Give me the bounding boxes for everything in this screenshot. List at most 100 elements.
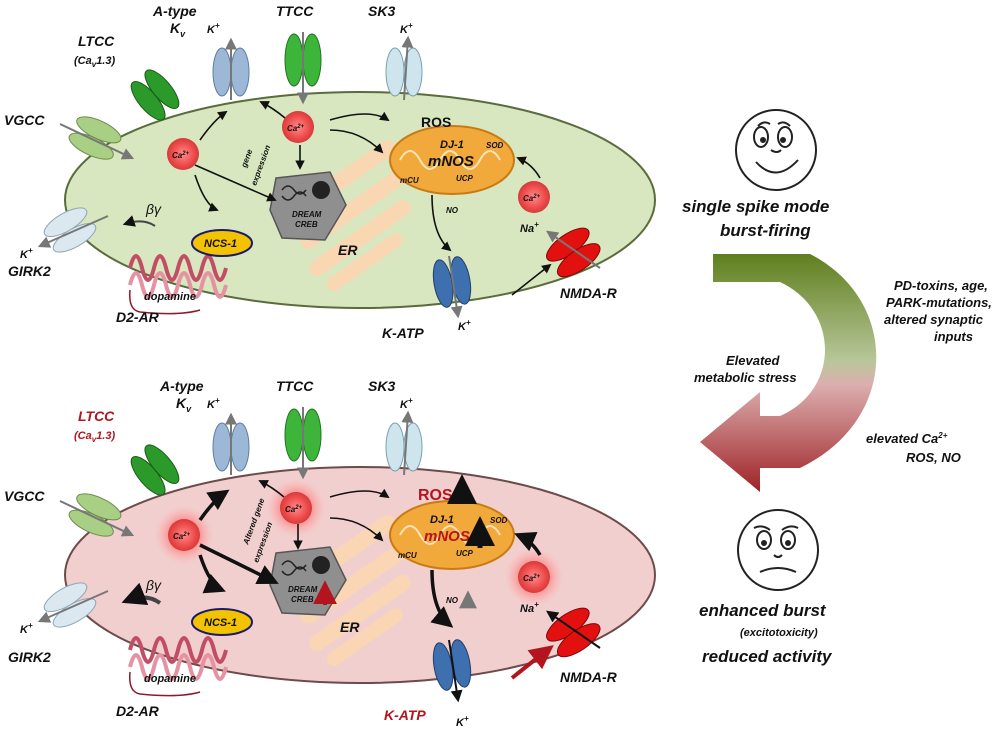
girk2-label: GIRK2 — [8, 263, 51, 279]
svg-text:inputs: inputs — [934, 329, 973, 344]
svg-text:Ca2+: Ca2+ — [285, 505, 303, 514]
single-spike-label: single spike mode — [682, 197, 829, 216]
girk2-channel — [43, 582, 97, 628]
svg-text:SOD: SOD — [490, 516, 508, 525]
sad-face-icon — [737, 509, 819, 591]
dj1-label: DJ-1 — [440, 139, 464, 151]
svg-text:Kv: Kv — [170, 20, 186, 39]
elevated-stress-label: Elevated — [726, 353, 781, 368]
elevated-ca-label: elevated Ca2+ — [866, 431, 948, 446]
kv-channel — [212, 37, 250, 100]
ros-no-label: ROS, NO — [906, 450, 961, 465]
svg-text:K+: K+ — [20, 621, 33, 636]
svg-text:DJ-1: DJ-1 — [430, 514, 454, 526]
ca-ion-right: Ca2+ — [504, 547, 564, 607]
svg-text:CREB: CREB — [291, 595, 314, 604]
ltcc-label: LTCC — [78, 33, 115, 49]
d2ar-receptor — [128, 636, 228, 681]
katp-label: K-ATP — [384, 707, 426, 723]
svg-text:(Cav1.3): (Cav1.3) — [74, 430, 115, 444]
katp-channel — [432, 256, 472, 308]
svg-text:D2-AR: D2-AR — [116, 703, 160, 719]
na-label: Na+ — [520, 220, 539, 235]
ca-ion-left: Ca2+ — [167, 138, 199, 170]
katp-channel — [432, 639, 472, 691]
side-panel: single spike mode burst-firing PD-toxins… — [682, 109, 992, 666]
ca-ion-center: Ca2+ — [282, 111, 314, 143]
ca-ion-right: Ca2+ — [518, 181, 550, 213]
svg-text:Ca2+: Ca2+ — [287, 124, 305, 133]
svg-text:GIRK2: GIRK2 — [8, 649, 51, 665]
mitochondrion — [389, 125, 515, 195]
panel-normal: ER DREAM CREB gene expression DJ-1 mNOS … — [4, 3, 656, 341]
svg-text:dopamine: dopamine — [144, 673, 196, 685]
ucp-label: UCP — [456, 174, 474, 183]
excitotoxicity-label: (excitotoxicity) — [740, 627, 818, 639]
mnos-label: mNOS — [424, 528, 470, 545]
svg-text:K+: K+ — [458, 318, 471, 333]
dream-label: DREAM — [292, 210, 322, 219]
vgcc-channel — [68, 493, 122, 537]
nmda-label: NMDA-R — [560, 285, 618, 301]
ltcc-channel — [130, 69, 180, 121]
svg-text:TTCC: TTCC — [276, 378, 314, 394]
pd-factors-label: PD-toxins, age, — [894, 278, 988, 293]
ttcc-label: TTCC — [276, 3, 314, 19]
svg-text:VGCC: VGCC — [4, 488, 45, 504]
svg-text:Ca2+: Ca2+ — [172, 151, 190, 160]
svg-text:DREAM: DREAM — [288, 585, 318, 594]
ca-ion-center: Ca2+ — [266, 478, 326, 538]
mnos-label: mNOS — [428, 153, 474, 170]
vgcc-label: VGCC — [4, 112, 45, 128]
svg-text:K+: K+ — [400, 21, 413, 36]
ncs1 — [191, 608, 253, 636]
svg-text:Kv: Kv — [176, 395, 192, 414]
sod-label: SOD — [486, 141, 504, 150]
ltcc-sub: (Cav1.3) — [74, 55, 115, 69]
curved-arrow — [700, 254, 877, 492]
ttcc-channel — [284, 32, 322, 105]
signaling-arrows — [194, 101, 552, 296]
svg-text:NCS-1: NCS-1 — [204, 617, 237, 629]
ncs1-label: NCS-1 — [204, 238, 237, 250]
svg-text:Ca2+: Ca2+ — [523, 574, 541, 583]
svg-text:K+: K+ — [456, 714, 469, 729]
svg-text:Na+: Na+ — [520, 600, 539, 615]
creb-label: CREB — [295, 220, 318, 229]
svg-text:metabolic stress: metabolic stress — [694, 370, 797, 385]
reduced-activity-label: reduced activity — [702, 647, 833, 666]
signaling-arrows — [198, 480, 542, 628]
d2ar-receptor — [128, 254, 228, 299]
happy-face-icon — [735, 109, 817, 191]
panel-pathologic: ER DREAM CREB Altered gene expression DJ… — [4, 378, 656, 729]
er-label: ER — [338, 242, 358, 258]
svg-text:Ca2+: Ca2+ — [523, 194, 541, 203]
ca-ion-left: Ca2+ — [154, 505, 214, 565]
girk2-channel — [43, 207, 97, 253]
sk3-label: SK3 — [368, 3, 395, 19]
beta-gamma-label: βγ — [145, 201, 162, 217]
svg-text:K+: K+ — [20, 246, 33, 261]
svg-text:NMDA-R: NMDA-R — [560, 669, 618, 685]
dopamine-label: dopamine — [144, 291, 196, 303]
svg-text:SK3: SK3 — [368, 378, 395, 394]
svg-text:βγ: βγ — [145, 577, 162, 593]
mcu-label: mCU — [400, 176, 419, 185]
katp-label: K-ATP — [382, 325, 424, 341]
ltcc-channel — [130, 444, 180, 496]
svg-text:PARK-mutations,: PARK-mutations, — [886, 295, 992, 310]
sk3-channel — [385, 35, 423, 101]
burst-firing-label: burst-firing — [720, 221, 811, 240]
ttcc-channel — [284, 407, 322, 480]
nucleolus — [312, 181, 330, 199]
svg-text:NO: NO — [446, 596, 459, 605]
svg-text:K+: K+ — [400, 396, 413, 411]
no-label: NO — [446, 206, 459, 215]
ncs1 — [191, 229, 253, 257]
kv-label: A-type — [152, 3, 197, 19]
svg-text:K+: K+ — [207, 396, 220, 411]
sk3-channel — [385, 410, 423, 476]
svg-text:ER: ER — [340, 619, 360, 635]
